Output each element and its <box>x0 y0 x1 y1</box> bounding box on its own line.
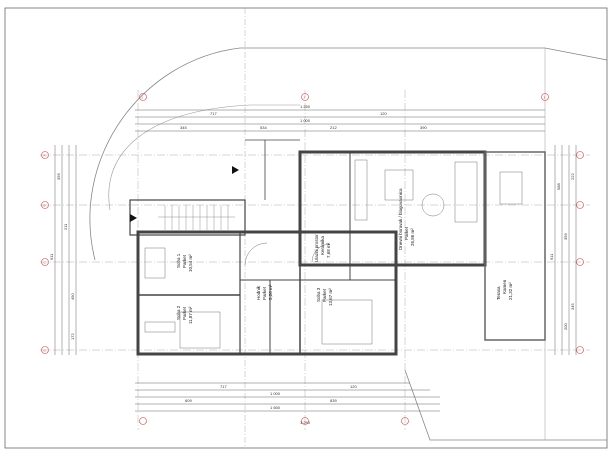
room-floor: Parket <box>322 288 327 302</box>
furniture <box>144 159 523 349</box>
room-floor: Keramika <box>320 235 325 255</box>
room-name: Terasa <box>496 286 501 300</box>
dim-bottom: 120 <box>350 384 357 389</box>
room-area: 7,68 m² <box>326 242 331 258</box>
room-name: Hodnik <box>256 285 261 300</box>
dim-top: 345 <box>180 125 187 130</box>
room-area: 11,87 m² <box>188 306 193 324</box>
room-area: 5,26 m² <box>268 284 273 300</box>
dim-right: 345 <box>570 303 575 310</box>
grid-label: 3 <box>544 96 546 100</box>
room-name: Dnevni boravak / blagovaonica <box>398 188 403 250</box>
dim-bottom: 839 <box>330 398 337 403</box>
dim-bottom: 1 650 <box>270 405 281 410</box>
entrance-arrow-icon <box>232 166 239 174</box>
dim-left: 172 <box>70 333 75 340</box>
dimension-lines <box>54 109 577 412</box>
room-name: Soba 3 <box>316 287 321 302</box>
dim-top: 390 <box>420 125 427 130</box>
room-name: Soba 2 <box>176 305 181 320</box>
dim-bottom: 609 <box>185 398 192 403</box>
grid-label: A <box>44 154 46 158</box>
dim-right: 356 <box>563 233 568 240</box>
dim-top: 212 <box>330 125 337 130</box>
dim-left: 211 <box>63 223 68 230</box>
dim-top: 120 <box>380 111 387 116</box>
grid-markers <box>41 93 584 425</box>
grid-label: 1 <box>142 96 144 100</box>
grid-label: 2 <box>304 96 306 100</box>
room-floor: Parket <box>182 306 187 320</box>
room-floor: Parket <box>182 254 187 268</box>
dim-left: 911 <box>49 253 54 260</box>
room-name: Soba 1 <box>176 253 181 268</box>
dim-right: 911 <box>549 253 554 260</box>
grid-label: B <box>44 204 46 208</box>
path-curve <box>108 104 300 211</box>
room-area: 10,54 m² <box>188 254 193 272</box>
dim-top: 717 <box>210 111 217 116</box>
dim-right: 222 <box>570 173 575 180</box>
staircase <box>158 205 235 230</box>
room-name: Ulazni prostor <box>314 234 319 262</box>
room-floor: Kamen <box>502 279 507 294</box>
room-area: 13,67 m² <box>328 288 333 306</box>
dim-left: 356 <box>56 173 61 180</box>
grid-label: C <box>44 261 47 265</box>
room-area: 21,32 m² <box>508 282 513 300</box>
dim-top: 1 250 <box>300 104 311 109</box>
dim-bottom: 1 250 <box>300 420 311 425</box>
room-floor: Parket <box>404 226 409 240</box>
dim-top: 1 000 <box>300 118 311 123</box>
dim-left: 490 <box>70 293 75 300</box>
dim-right: 588 <box>556 183 561 190</box>
room-floor: Parket <box>262 286 267 300</box>
dim-bottom: 717 <box>220 384 227 389</box>
sheet-border <box>4 7 608 449</box>
room-area: 26,86 m² <box>410 228 415 246</box>
walls <box>129 139 546 356</box>
site-boundary <box>89 47 608 441</box>
dim-right: 200 <box>563 323 568 330</box>
dim-top: 534 <box>260 125 267 130</box>
dim-bottom: 1 000 <box>270 391 281 396</box>
entrance-arrow-icon <box>130 214 137 222</box>
grid-label: D <box>44 349 47 353</box>
